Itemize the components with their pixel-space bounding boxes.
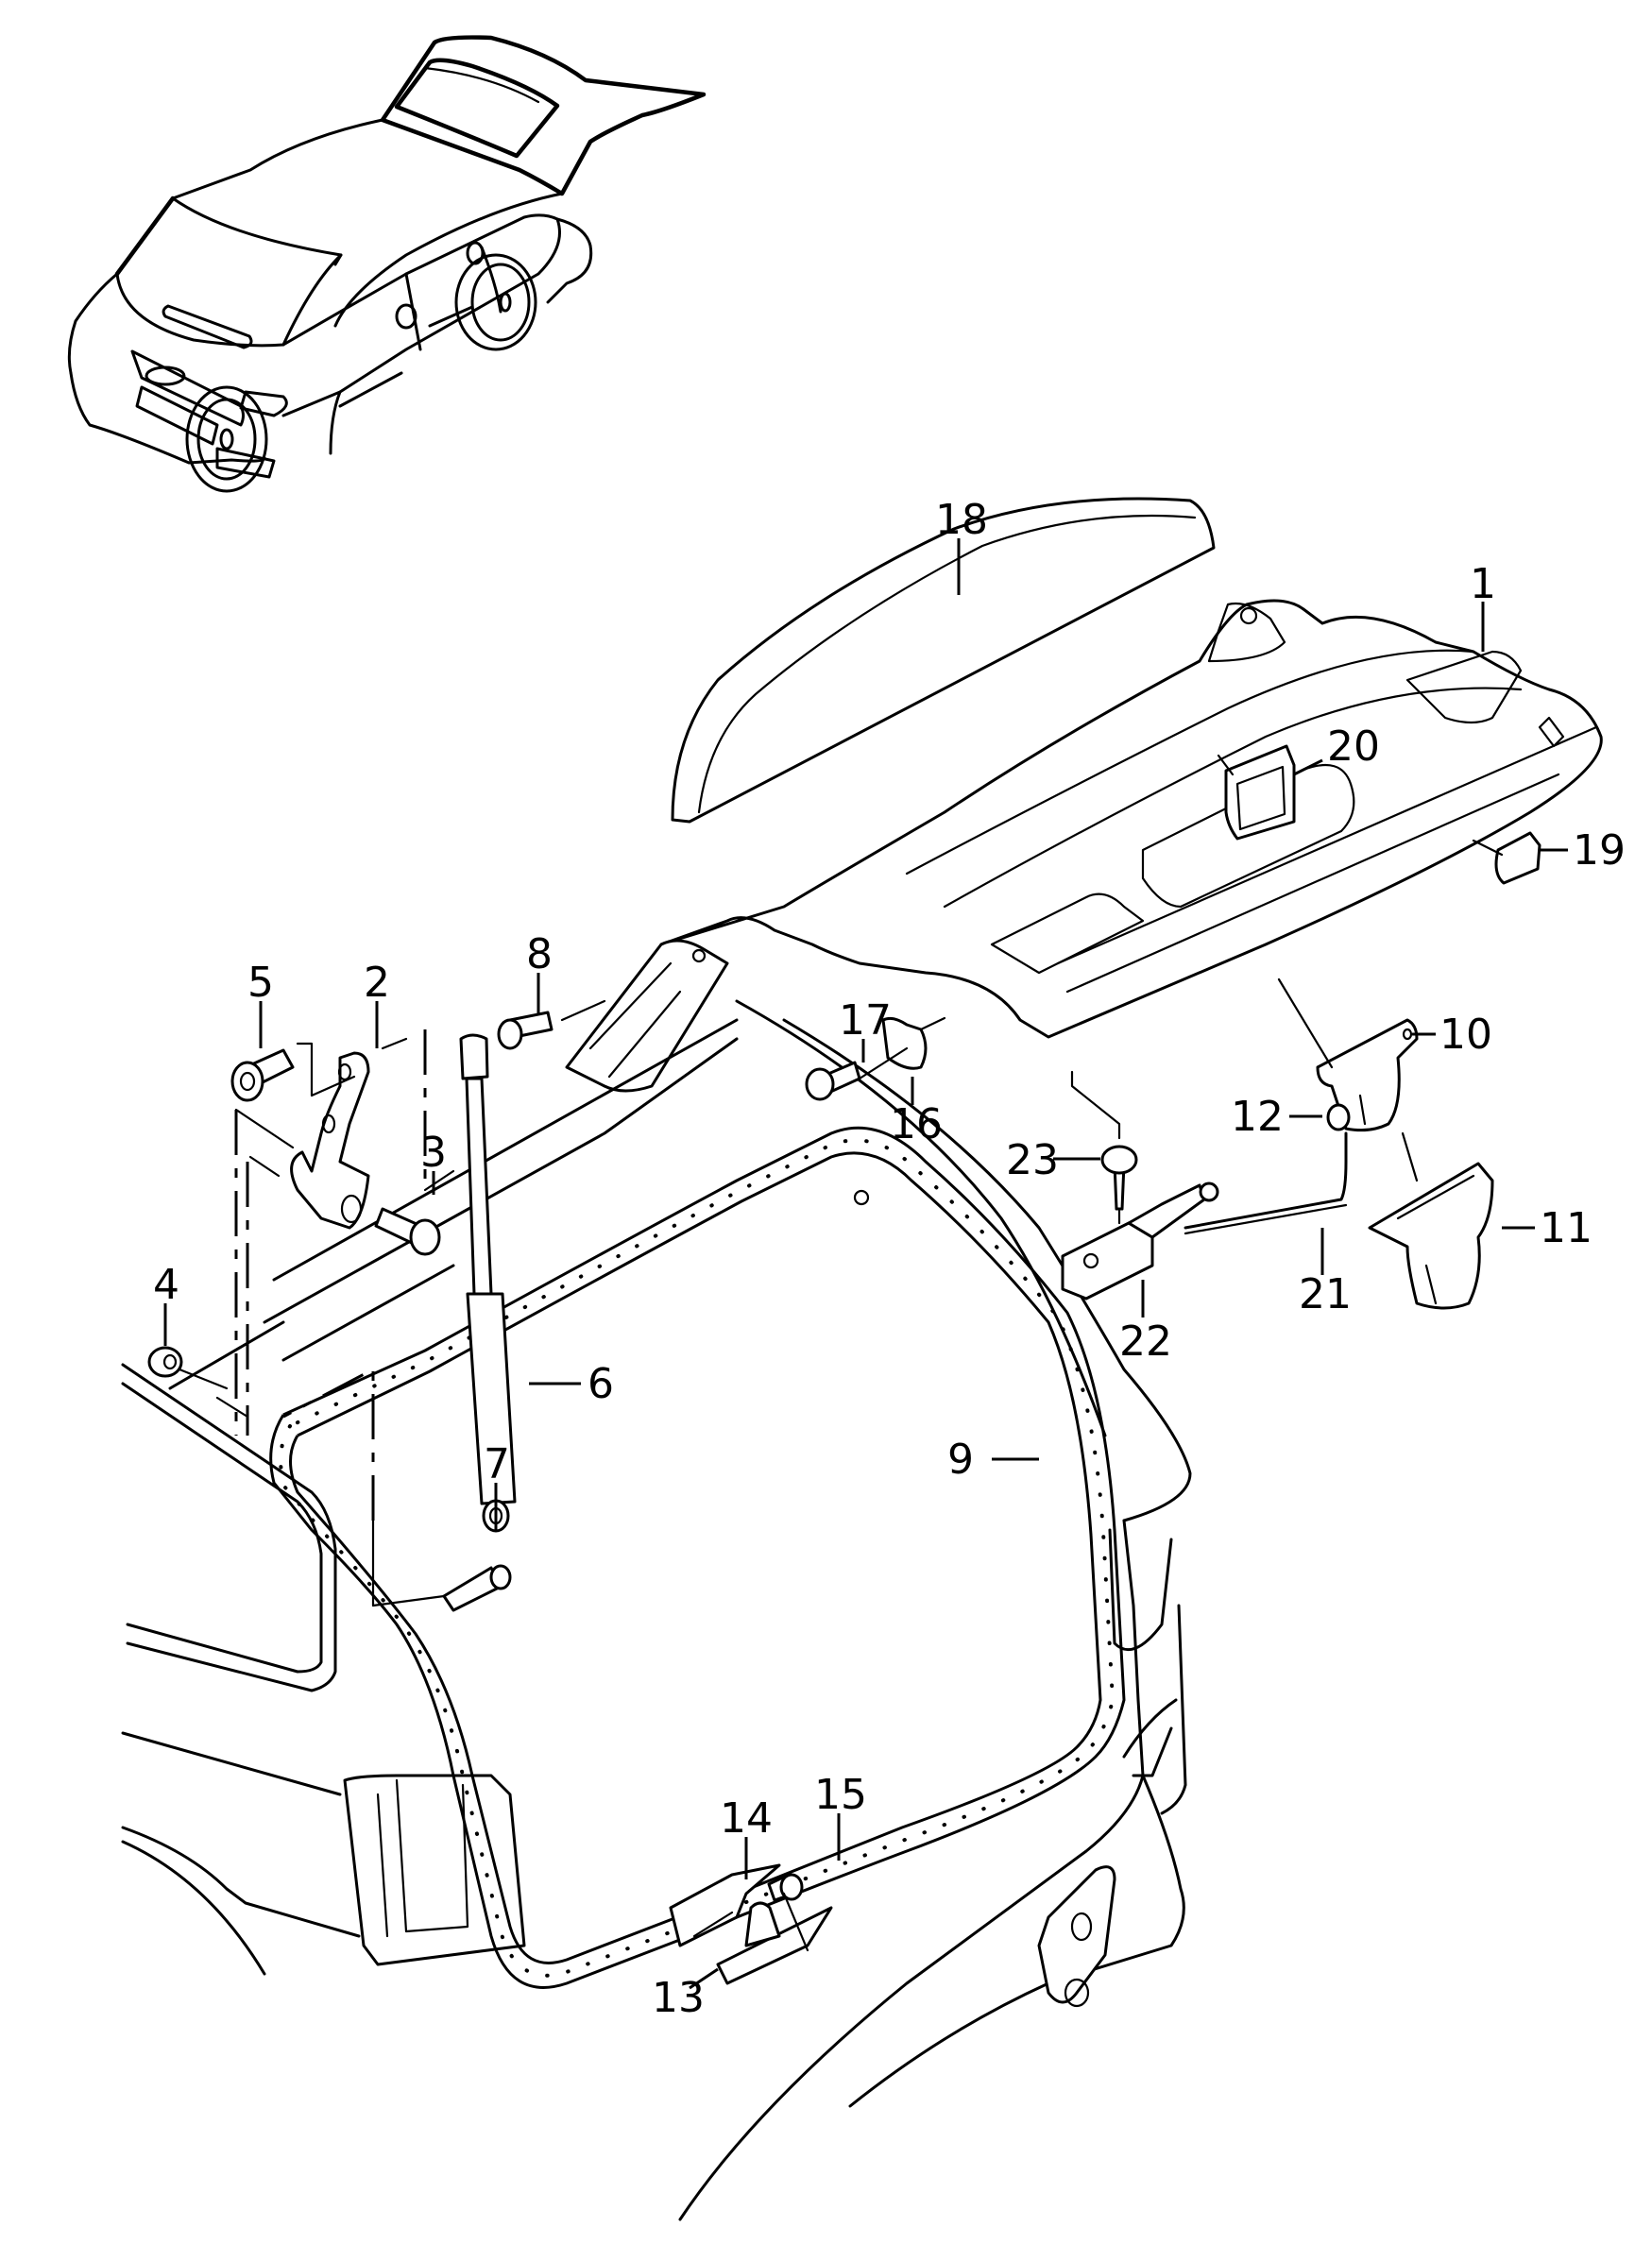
callout-3: 3: [420, 1129, 447, 1177]
callout-2: 2: [364, 959, 390, 1007]
gas-strut-assembly: [282, 999, 606, 1612]
car-overview-illustration: [67, 35, 707, 493]
callout-1: 1: [1470, 560, 1496, 608]
callout-8: 8: [526, 930, 553, 978]
tailgate-inner-panel-part: [565, 599, 1603, 1093]
callout-17: 17: [839, 996, 892, 1045]
callout-14: 14: [720, 1794, 773, 1843]
callout-20: 20: [1327, 722, 1380, 771]
callout-15: 15: [814, 1771, 867, 1819]
hex-flange-nut-icon: [779, 1873, 804, 1901]
callout-22: 22: [1119, 1318, 1172, 1366]
nut-icon: [1326, 1103, 1351, 1131]
logo-rings-icon: [145, 366, 186, 386]
callout-13: 13: [652, 1974, 705, 2022]
callout-11: 11: [1540, 1204, 1592, 1252]
callout-21: 21: [1299, 1270, 1352, 1318]
callout-5: 5: [247, 959, 274, 1007]
callout-labels: 1 2 3 4 5 6 7 8 9 10 11 12 13 14 15 16 1…: [153, 496, 1626, 2022]
callout-4: 4: [153, 1261, 179, 1309]
callout-16: 16: [890, 1100, 943, 1148]
buffer-and-bolt: [805, 1016, 946, 1101]
spoiler-trim-part: [671, 497, 1216, 824]
callout-23: 23: [1006, 1136, 1059, 1184]
callout-18: 18: [935, 496, 988, 544]
actuator-assembly: [1061, 1070, 1219, 1300]
callout-6: 6: [588, 1360, 614, 1408]
leader-lines: [163, 538, 1568, 1990]
callout-7: 7: [484, 1440, 510, 1488]
callout-9: 9: [947, 1436, 974, 1484]
striker-assembly: [669, 1863, 833, 1985]
screw-head-icon: [1100, 1145, 1138, 1175]
lock-assembly: [1184, 978, 1494, 1310]
hinge-assembly: [147, 1029, 455, 1436]
grip-and-clip: [1217, 744, 1541, 885]
callout-19: 19: [1573, 826, 1626, 875]
callout-10: 10: [1439, 1011, 1492, 1059]
callout-12: 12: [1231, 1093, 1284, 1141]
vehicle-body-rear: [121, 999, 1192, 2221]
